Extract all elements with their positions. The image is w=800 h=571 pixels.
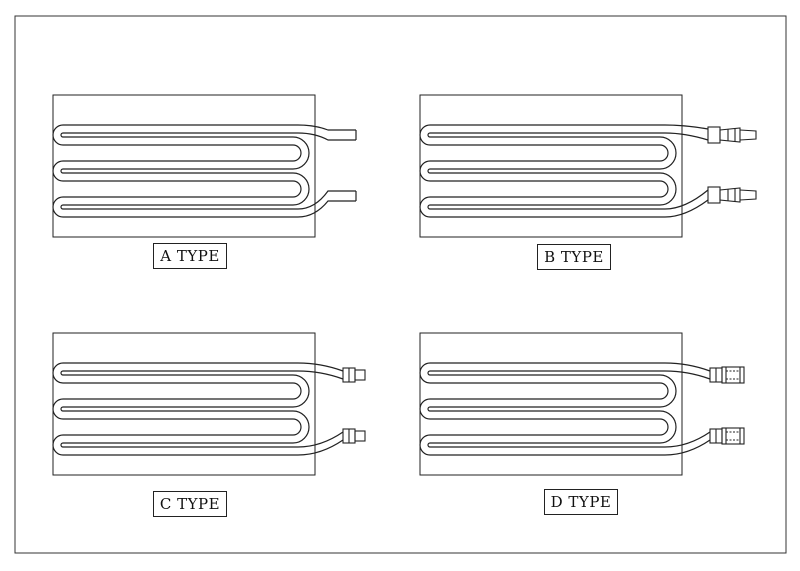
- barb-fitting-icon: [707, 126, 757, 144]
- compression-fitting-icon: [342, 367, 366, 444]
- panel-d: [419, 332, 745, 476]
- panel-b: [419, 94, 757, 238]
- label-a-type: A TYPE: [153, 243, 227, 269]
- panel-c: [52, 332, 366, 476]
- threaded-fitting-icon: [709, 366, 745, 445]
- label-c-type: C TYPE: [153, 491, 227, 517]
- drawing-frame: [14, 15, 787, 554]
- panel-a: [52, 94, 357, 238]
- label-d-type: D TYPE: [544, 489, 618, 515]
- label-b-type: B TYPE: [537, 244, 611, 270]
- barb-fitting-icon: [707, 186, 757, 204]
